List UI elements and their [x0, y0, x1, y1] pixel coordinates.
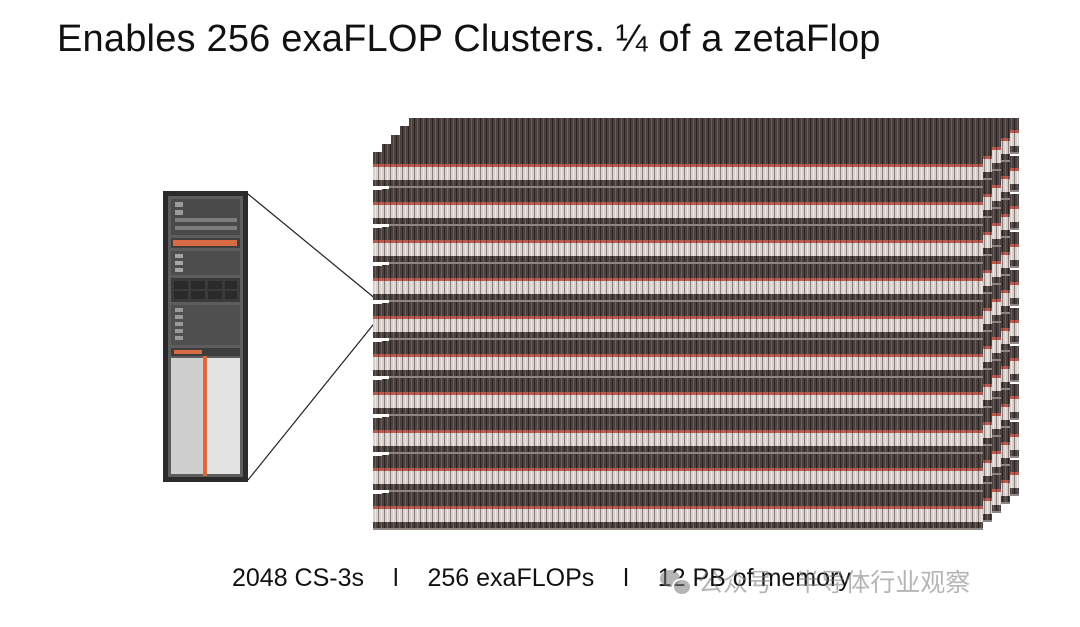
- cluster-gap: [373, 414, 389, 417]
- cluster-gap: [373, 262, 389, 265]
- wechat-icon: [660, 568, 692, 596]
- cluster-row: [373, 380, 983, 392]
- cluster-row: [373, 494, 983, 506]
- cluster-row: [373, 456, 983, 468]
- zoom-line-bottom: [247, 319, 378, 481]
- cluster-row: [373, 190, 983, 202]
- cluster-row: [373, 418, 983, 430]
- rack-accent-line: [203, 356, 207, 476]
- watermark: 公众号 · 半导体行业观察: [660, 563, 970, 599]
- cluster-gap: [373, 338, 389, 341]
- cluster-row: [373, 304, 983, 316]
- cluster-row: [373, 266, 983, 278]
- watermark-text: 公众号 · 半导体行业观察: [698, 569, 971, 597]
- cluster-grid: [373, 118, 1019, 530]
- cluster-gap: [373, 224, 389, 227]
- cluster-gap: [373, 300, 389, 303]
- slide-title: Enables 256 exaFLOP Clusters. ¼ of a zet…: [57, 18, 881, 60]
- stat-separator: l: [623, 564, 629, 592]
- stat-systems: 2048 CS-3s: [232, 564, 365, 592]
- stat-compute: 256 exaFLOPs: [427, 564, 595, 592]
- cluster-gap: [373, 452, 389, 455]
- cluster-row: [373, 342, 983, 354]
- zoom-line-top: [247, 193, 378, 301]
- cluster-gap: [373, 186, 389, 189]
- cluster-gap: [373, 490, 389, 493]
- stat-separator: l: [392, 564, 399, 592]
- cluster-gap: [373, 376, 389, 379]
- single-rack: [163, 191, 248, 482]
- cluster-row: [373, 152, 983, 164]
- cluster-row: [373, 228, 983, 240]
